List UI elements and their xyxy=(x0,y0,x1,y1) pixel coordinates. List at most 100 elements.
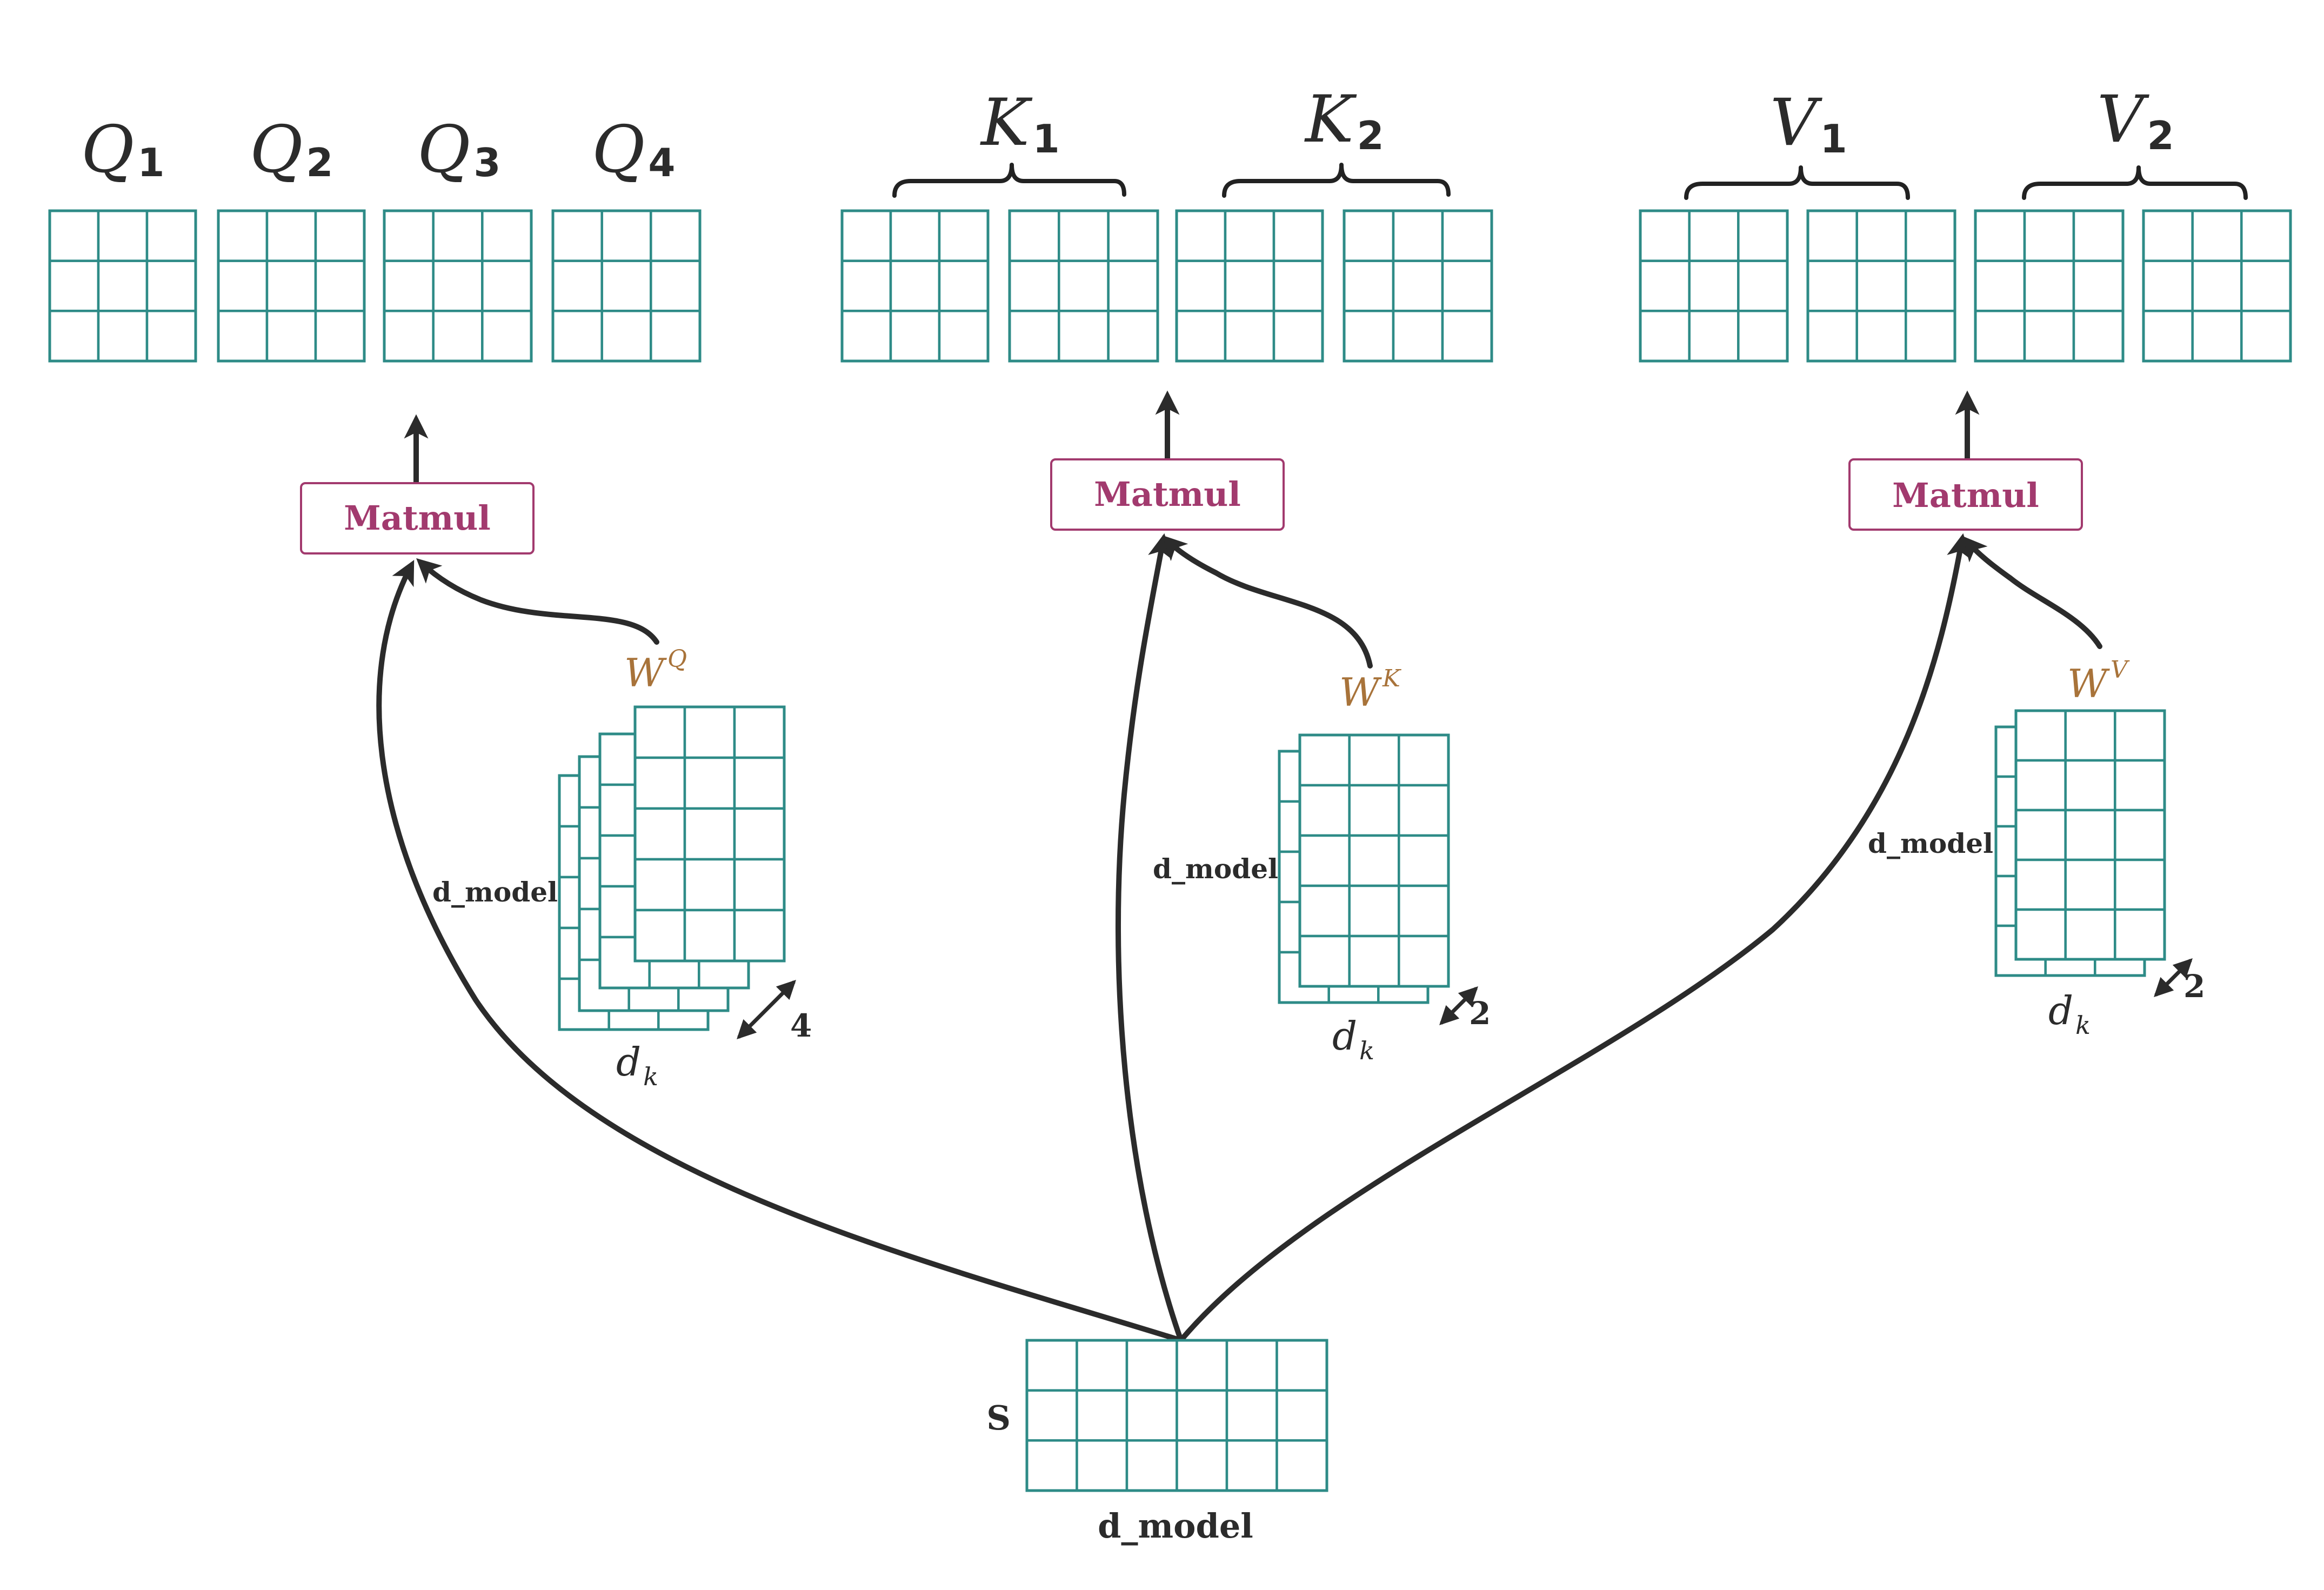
wv-layer-1-cell xyxy=(2014,908,2067,961)
v2-grid-a-cell xyxy=(2072,209,2125,262)
v2-grid-b-cell xyxy=(2191,209,2243,262)
wk-layer-1-cell xyxy=(1298,834,1351,887)
wq-layer-1-cell xyxy=(683,908,736,963)
q-matmul-label: Matmul xyxy=(344,498,491,538)
k2-grid-b-outline xyxy=(1343,209,1493,363)
v2-grid-a-cell xyxy=(2023,209,2075,262)
v2-grid-a-cell xyxy=(1974,310,2026,363)
wv-layer-1-cell xyxy=(2014,709,2067,762)
wq-layer-1-cell xyxy=(633,756,686,810)
v1-label: V1 xyxy=(1770,85,1847,162)
wv-layer-1-cell xyxy=(2114,908,2166,961)
wq-layer-1-cell xyxy=(633,705,686,759)
wk-head-count: 2 xyxy=(1469,995,1491,1032)
wv-depth-arrow xyxy=(2154,958,2193,997)
arrow-input-to-k-matmul xyxy=(1115,533,1184,1343)
flow-arrows xyxy=(376,390,2102,1343)
wq-layer-1 xyxy=(633,705,786,963)
v1-grid-a-cell xyxy=(1688,209,1740,262)
q2-grid-outline xyxy=(217,209,366,363)
k1-grid-a-cell xyxy=(889,209,941,262)
wk-layer-1-cell xyxy=(1348,884,1400,938)
key-head-grids xyxy=(840,209,1493,363)
q4-grid-outline xyxy=(551,209,702,363)
input-grid-cell xyxy=(1076,1389,1128,1442)
value-head-grids xyxy=(1639,209,2292,363)
k1-grid-a-cell xyxy=(889,259,941,312)
wv-cols-label: dk xyxy=(2048,988,2091,1040)
v2-grid-a-cell xyxy=(2023,259,2075,312)
arrow-wv-to-v-matmul xyxy=(1962,536,2102,649)
q3-grid-cell xyxy=(432,209,484,262)
v1-brace xyxy=(1684,165,1910,200)
input-cols-label: d_model xyxy=(1098,1506,1253,1546)
q1-grid-cell xyxy=(48,209,100,262)
v2-grid-a-cell xyxy=(2023,310,2075,363)
q3-grid xyxy=(383,209,533,363)
q1-grid-cell xyxy=(145,209,197,262)
wv-layer-1-cell xyxy=(2064,908,2116,961)
v2-grid-b-cell xyxy=(2240,310,2292,363)
wk-layer-1-cell xyxy=(1348,934,1400,988)
k1-grid-b-cell xyxy=(1008,259,1060,312)
wk-layer-1-cell xyxy=(1298,884,1351,938)
k2-label: K2 xyxy=(1304,82,1384,158)
wv-layer-1-cell xyxy=(2064,709,2116,762)
k1-grid-a-outline xyxy=(840,209,990,363)
q4-grid-cell xyxy=(600,310,652,363)
wv-layer-1-cell xyxy=(2014,759,2067,812)
v-matmul-label: Matmul xyxy=(1892,476,2039,515)
wk-layer-1-cell xyxy=(1398,733,1450,787)
wk-layer-1-cell xyxy=(1348,784,1400,837)
wv-layer-1-cell xyxy=(2114,759,2166,812)
q2-grid-cell xyxy=(217,209,269,262)
v1-grid-b-cell xyxy=(1905,310,1956,363)
k1-label: K1 xyxy=(980,85,1060,162)
v1-grid-b-cell xyxy=(1855,209,1907,262)
q2-grid-cell xyxy=(314,209,366,262)
q3-grid-outline xyxy=(383,209,533,363)
input-grid-cell xyxy=(1025,1439,1078,1492)
q1-grid-cell xyxy=(48,310,100,363)
input-grid-cell xyxy=(1225,1439,1278,1492)
input-grid-cell xyxy=(1125,1339,1178,1392)
k2-grid-b-cell xyxy=(1343,259,1395,312)
k1-grid-b-cell xyxy=(1107,209,1159,262)
input-grid-cell xyxy=(1275,1389,1328,1442)
k2-grid-b-cell xyxy=(1392,310,1444,363)
k2-grid-a-outline xyxy=(1175,209,1324,363)
v1-grid-b-outline xyxy=(1806,209,1956,363)
k1-grid-b-cell xyxy=(1058,209,1110,262)
q1-label: Q1 xyxy=(81,112,165,188)
q2-grid-cell xyxy=(217,310,269,363)
query-head-grids xyxy=(48,209,702,363)
arrow-wq-to-q-matmul xyxy=(416,558,659,645)
v1-grid-a-outline xyxy=(1639,209,1789,363)
k1-grid-a-cell xyxy=(840,209,892,262)
k2-grid-a-cell xyxy=(1224,310,1275,363)
wk-depth-arrow xyxy=(1439,986,1478,1025)
key-head-labels: K1 K2 xyxy=(980,82,1384,162)
wq-rows-label: d_model xyxy=(432,876,558,908)
wk-layer-1-cell xyxy=(1398,934,1450,988)
q3-grid-cell xyxy=(432,259,484,312)
wk-layer-1-outline xyxy=(1298,733,1450,988)
k2-grid-a-cell xyxy=(1224,259,1275,312)
v1-grid-b-cell xyxy=(1806,259,1858,312)
k2-grid-b-cell xyxy=(1441,259,1493,312)
v2-grid-b-cell xyxy=(2240,209,2292,262)
q3-grid-cell xyxy=(481,209,533,262)
k1-grid-b-cell xyxy=(1107,310,1159,363)
arrow-input-to-q-matmul xyxy=(376,560,1184,1343)
arrow-input-to-v-matmul xyxy=(1178,533,1971,1343)
input-grid-cell xyxy=(1275,1339,1328,1392)
q4-grid-cell xyxy=(551,209,603,262)
v1-grid-b-cell xyxy=(1855,310,1907,363)
input-grid-outline xyxy=(1025,1339,1328,1492)
v2-grid-a-outline xyxy=(1974,209,2125,363)
k1-brace xyxy=(892,163,1126,198)
wk-layer-1-cell xyxy=(1398,834,1450,887)
wv-layer-1-cell xyxy=(2064,858,2116,911)
q3-grid-cell xyxy=(383,310,435,363)
